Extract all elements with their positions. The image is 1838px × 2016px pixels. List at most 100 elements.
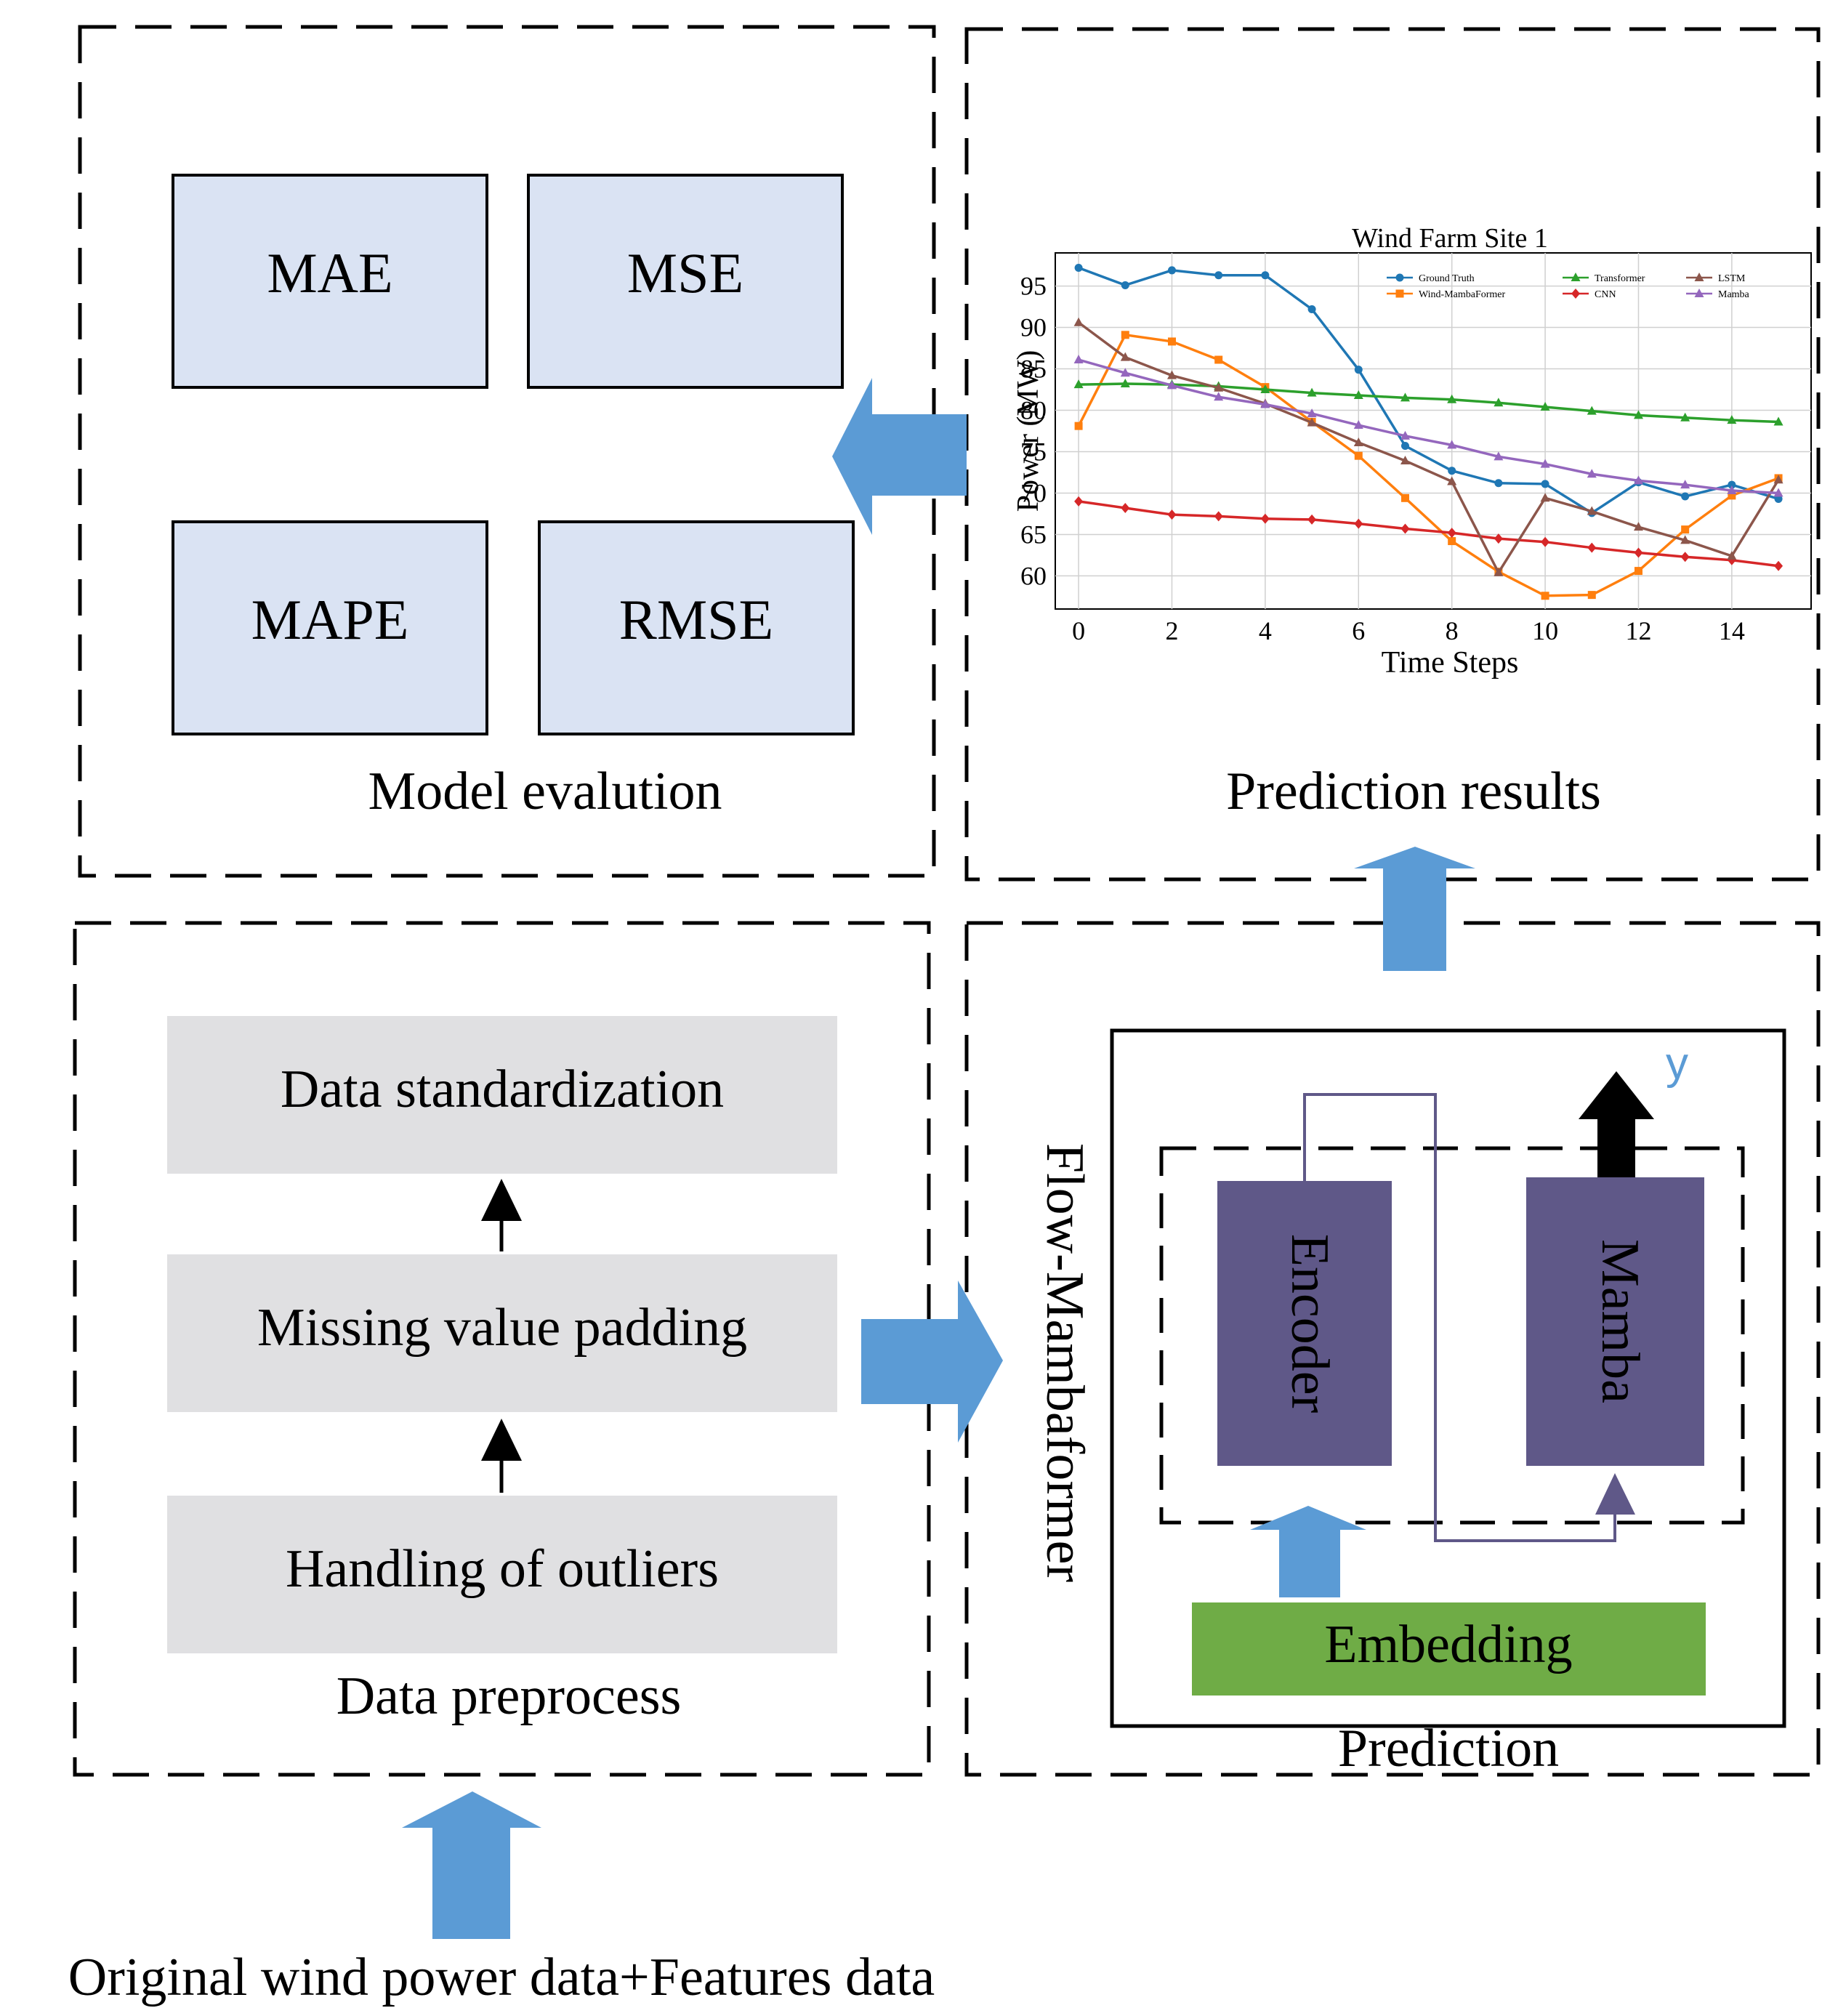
mamba-block (1526, 1177, 1704, 1466)
chart-point (1694, 289, 1704, 297)
chart-point (1400, 442, 1409, 451)
chart-point (1728, 491, 1736, 500)
chart-legend-label: Wind-MambaFormer (1419, 289, 1506, 300)
chart-title: Wind Farm Site 1 (1352, 223, 1548, 254)
chart-point (1121, 502, 1130, 513)
chart-x-axis-label: Time Steps (1382, 646, 1519, 680)
chart-y-tick-label: 85 (1020, 355, 1047, 384)
chart-x-tick-label: 14 (1719, 616, 1745, 645)
arrow-to-results (1354, 847, 1475, 971)
chart-point (1494, 567, 1504, 576)
chart-series-group (1073, 317, 1783, 576)
chart-point (1447, 528, 1456, 539)
chart-point (1774, 560, 1783, 571)
metric-box-mae (172, 174, 488, 389)
output-arrow-head (1579, 1071, 1654, 1119)
chart-point (1633, 410, 1643, 419)
metric-box-mape (172, 520, 488, 735)
chart-x-tick-label: 8 (1446, 616, 1459, 645)
chart-point (1166, 370, 1177, 379)
chart-legend-label: CNN (1595, 289, 1616, 300)
chart-point (1260, 513, 1270, 524)
chart-point (1728, 480, 1736, 489)
chart-point (1214, 271, 1223, 280)
chart-y-tick-label: 75 (1020, 437, 1047, 466)
chart-point (1680, 412, 1690, 422)
chart-point (1260, 399, 1270, 408)
input-label: Original wind power data+Features data (68, 1948, 935, 2007)
chart-point (1400, 456, 1410, 465)
chart-point (1773, 416, 1783, 426)
chart-point (1353, 390, 1363, 399)
caption-prediction-results: Prediction results (1226, 762, 1601, 821)
chart-point (1166, 380, 1177, 390)
chart-point (1214, 392, 1224, 401)
chart-x-tick-label: 10 (1532, 616, 1558, 645)
chart-point (1694, 273, 1704, 281)
chart-point (1587, 506, 1597, 515)
chart-point (1395, 273, 1404, 282)
chart-point (1587, 469, 1597, 478)
chart-y-tick-label: 70 (1020, 478, 1047, 507)
chart-point (1541, 536, 1550, 547)
metric-mse-label: MSE (627, 241, 743, 305)
chart-series-line (1079, 382, 1779, 424)
embedding-block (1192, 1602, 1706, 1696)
step-standardization-label: Data standardization (281, 1060, 724, 1119)
step-missing-padding-label: Missing value padding (257, 1298, 747, 1358)
chart-x-tick-label: 2 (1165, 616, 1178, 645)
chart-point (1633, 475, 1643, 485)
chart-point (1540, 401, 1550, 411)
chart-point (1395, 289, 1404, 298)
chart-point (1680, 535, 1690, 544)
chart-point (1680, 552, 1690, 563)
chart-point (1727, 551, 1737, 560)
chart-point (1681, 492, 1690, 501)
chart-point (1120, 352, 1130, 361)
arrow-input (402, 1791, 541, 1939)
embedding-label: Embedding (1324, 1615, 1572, 1674)
chart-y-tick-label: 65 (1020, 520, 1047, 549)
chart-point (1587, 542, 1597, 553)
chart-point (1773, 488, 1783, 497)
chart-point (1074, 422, 1083, 430)
arrow-to-evaluation (832, 378, 967, 535)
chart-y-tick-label: 60 (1020, 561, 1047, 590)
chart-series-group (1074, 496, 1783, 571)
chart-point (1074, 264, 1083, 273)
chart-point (1307, 387, 1317, 397)
chart-legend-label: LSTM (1718, 273, 1746, 284)
step-box-outliers (167, 1496, 837, 1653)
chart-point (1214, 382, 1224, 392)
chart-point (1354, 518, 1363, 529)
chart-point (1121, 331, 1129, 339)
chart-point (1571, 289, 1580, 299)
chart-series-group (1074, 264, 1783, 517)
chart-point (1494, 533, 1503, 544)
encoder-mamba-connector (1303, 1093, 1616, 1542)
chart-point (1073, 317, 1084, 326)
chart-series-line (1077, 333, 1779, 597)
chart-point (1167, 509, 1177, 520)
metric-boxes (172, 174, 855, 735)
chart-series-line (1078, 266, 1779, 515)
chart-point (1774, 494, 1783, 503)
chart-point (1261, 271, 1270, 280)
output-arrow-shaft (1597, 1118, 1635, 1177)
step-arrow-head-lower (481, 1419, 522, 1461)
chart-point (1681, 525, 1690, 534)
step-box-standardization (167, 1016, 837, 1174)
chart-point (1353, 420, 1363, 430)
model-frame (1110, 1028, 1786, 1728)
chart-y-tick-label: 80 (1020, 396, 1047, 425)
encoder-label: Encoder (1280, 1234, 1339, 1414)
chart-point (1074, 496, 1084, 507)
metric-mape-label: MAPE (251, 588, 409, 651)
metric-mae-label: MAE (267, 241, 392, 305)
step-outliers-label: Handling of outliers (286, 1539, 719, 1599)
chart-point (1634, 547, 1643, 558)
chart-point (1541, 592, 1549, 600)
chart-x-tick-label: 12 (1625, 616, 1651, 645)
chart-legend-label: Ground Truth (1419, 273, 1475, 284)
chart-point (1307, 417, 1317, 427)
